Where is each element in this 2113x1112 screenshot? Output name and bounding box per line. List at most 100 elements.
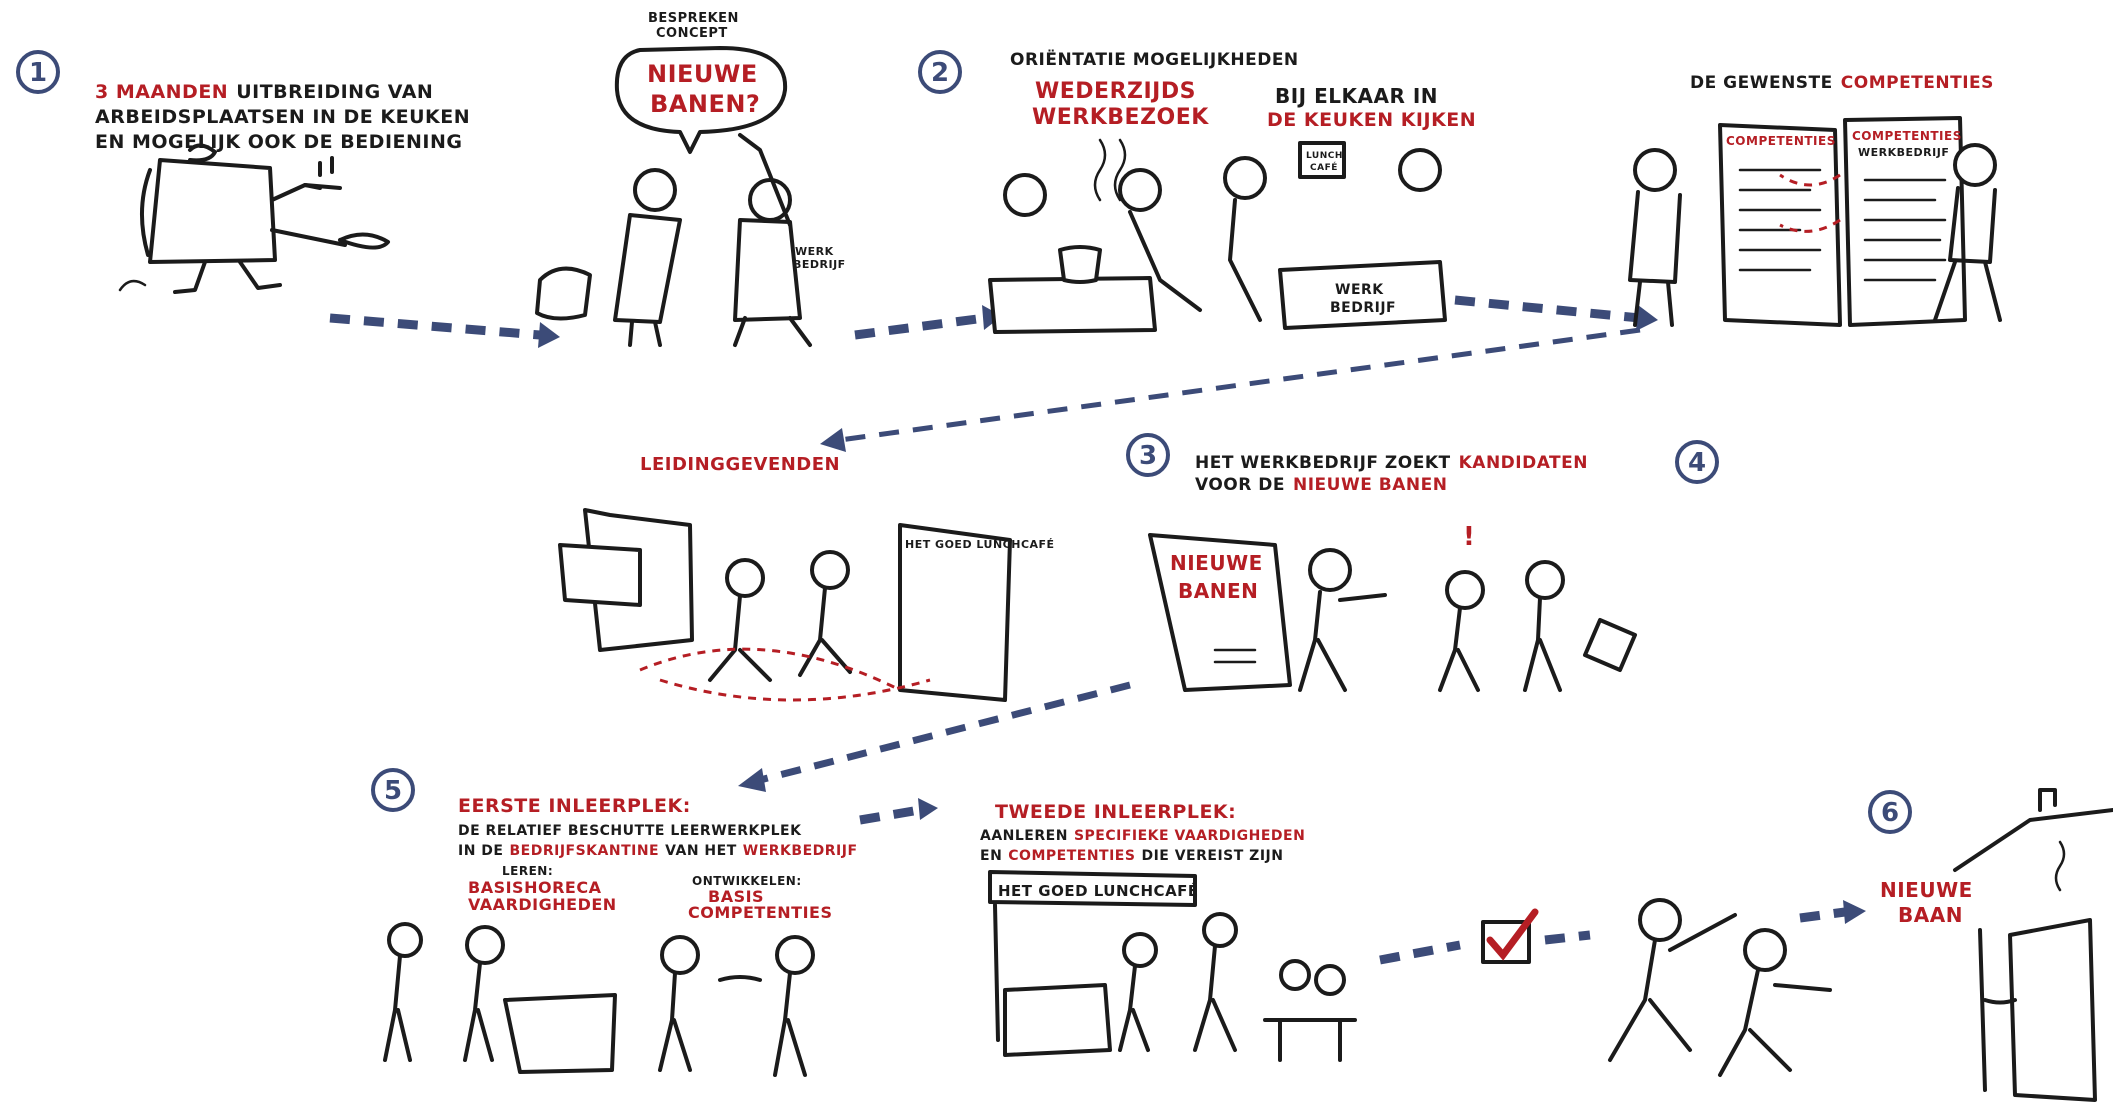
step-number-badge bbox=[16, 50, 60, 94]
second-title: TWEEDE INLEERPLEK: bbox=[995, 801, 1236, 823]
leaders-title: LEIDINGGEVENDEN bbox=[640, 454, 840, 475]
board-text-2: BANEN bbox=[1178, 579, 1258, 603]
step5-text-2: DE RELATIEF BESCHUTTE LEERWERKPLEK bbox=[458, 823, 802, 839]
doc2-subtitle: WERKBEDRIJF bbox=[1858, 146, 1949, 159]
step-3-candidates: 3 HET WERKBEDRIJF ZOEKT KANDIDATEN VOOR D… bbox=[1126, 433, 1637, 692]
arrow-competencies-to-leaders bbox=[839, 327, 1641, 443]
concept-discussion: BESPREKEN CONCEPT NIEUWE BANEN? WERK BED… bbox=[535, 11, 846, 347]
step5-text-3a: IN DE bbox=[458, 843, 503, 859]
speech-bubble bbox=[614, 46, 788, 154]
step-number: 3 bbox=[1139, 441, 1157, 471]
shirt-text-1: WERK bbox=[795, 245, 834, 258]
board-text-1: NIEUWE bbox=[1170, 551, 1263, 575]
step1-text-1: UITBREIDING VAN bbox=[236, 81, 433, 103]
concept-label-2: CONCEPT bbox=[656, 26, 728, 41]
step-5-first-learning-place: 5 EERSTE INLEERPLEK: DE RELATIEF BESCHUT… bbox=[371, 768, 858, 1077]
running-people-illustration bbox=[1608, 898, 1832, 1077]
kitchen-visit-illustration: LUNCH CAFÉ WERK BEDRIJF bbox=[988, 138, 1447, 334]
learn-red-2: VAARDIGHEDEN bbox=[468, 895, 617, 914]
arrow-1-to-concept bbox=[329, 313, 541, 340]
lunch-cafe-sign-1: LUNCH bbox=[1306, 151, 1343, 161]
step2-red-1: WEDERZIJDS bbox=[1035, 79, 1196, 104]
desired-competencies: DE GEWENSTE COMPETENTIES COMPETENTIES COM… bbox=[1628, 73, 2002, 327]
lunch-cafe-sign-2: CAFÉ bbox=[1310, 161, 1338, 173]
step3-text-1: HET WERKBEDRIJF ZOEKT bbox=[1195, 453, 1451, 473]
second-text-3b: DIE VEREIST ZIJN bbox=[1141, 848, 1283, 864]
check-mark-icon bbox=[1486, 908, 1539, 961]
new-job-red-1: NIEUWE bbox=[1880, 878, 1973, 902]
step-number-badge bbox=[1675, 440, 1719, 484]
competency-documents-illustration: COMPETENTIES COMPETENTIES WERKBEDRIJF bbox=[1628, 116, 2002, 327]
step2-red-4: DE KEUKEN KIJKEN bbox=[1267, 109, 1476, 131]
arrow-2-to-competencies bbox=[1454, 295, 1641, 323]
two-people-illustration: WERK BEDRIJF bbox=[535, 133, 846, 347]
shirt-text-2: BEDRIJF bbox=[793, 258, 846, 271]
house-door-illustration bbox=[1953, 788, 2113, 1102]
concept-label-1: BESPREKEN bbox=[648, 11, 739, 26]
doc1-title: COMPETENTIES bbox=[1726, 134, 1836, 148]
step-number: 5 bbox=[384, 776, 402, 806]
step-number: 6 bbox=[1881, 798, 1899, 828]
step3-red-1: KANDIDATEN bbox=[1459, 453, 1588, 473]
job-board-illustration: NIEUWE BANEN ! bbox=[1148, 522, 1637, 692]
second-red-1: SPECIFIEKE VAARDIGHEDEN bbox=[1074, 828, 1305, 844]
step3-text-2: VOOR DE bbox=[1195, 475, 1285, 495]
develop-red-1: BASIS bbox=[708, 887, 764, 906]
competencies-title-red: COMPETENTIES bbox=[1841, 73, 1994, 93]
counter-text-1: WERK bbox=[1335, 282, 1384, 298]
step-1-expansion: 1 3 MAANDEN UITBREIDING VAN ARBEIDSPLAATS… bbox=[16, 50, 470, 294]
arrow-second-to-check bbox=[1379, 940, 1461, 965]
step5-text-3b: VAN HET bbox=[665, 843, 737, 859]
walking-building-illustration bbox=[118, 143, 390, 294]
leaders-section: LEIDINGGEVENDEN HET GOED LUNCHCAFÉ bbox=[558, 454, 1055, 702]
step5-red-1: BEDRIJFSKANTINE bbox=[509, 843, 659, 859]
canteen-illustration bbox=[383, 922, 815, 1077]
develop-red-2: COMPETENTIES bbox=[688, 903, 832, 922]
step-number: 2 bbox=[931, 58, 949, 88]
step-number-badge bbox=[1126, 433, 1170, 477]
step2-red-2: WERKBEZOEK bbox=[1032, 105, 1209, 130]
step-4-badge: 4 bbox=[1675, 440, 1719, 484]
arrow-to-new-job bbox=[1799, 907, 1846, 923]
second-cafe-sign: HET GOED LUNCHCAFÉ bbox=[998, 881, 1199, 900]
develop-label: ONTWIKKELEN: bbox=[692, 874, 802, 888]
step5-red-2: WERKBEDRIJF bbox=[743, 843, 858, 859]
bubble-text-2: BANEN? bbox=[650, 90, 760, 118]
step1-duration: 3 MAANDEN bbox=[95, 81, 228, 103]
step-number-badge bbox=[371, 768, 415, 812]
leaders-cafe-sign: HET GOED LUNCHCAFÉ bbox=[905, 538, 1055, 551]
doc2-title: COMPETENTIES bbox=[1852, 129, 1962, 143]
step-number-badge bbox=[918, 50, 962, 94]
arrow-3-to-5 bbox=[759, 681, 1131, 784]
step-number: 4 bbox=[1688, 448, 1706, 478]
learn-label: LEREN: bbox=[502, 864, 553, 878]
step1-text-2: ARBEIDSPLAATSEN IN DE KEUKEN bbox=[95, 106, 470, 128]
step3-red-2: NIEUWE BANEN bbox=[1293, 475, 1447, 495]
step-number-badge bbox=[1868, 790, 1912, 834]
second-text-3a: EN bbox=[980, 848, 1002, 864]
second-red-2: COMPETENTIES bbox=[1008, 848, 1135, 864]
check-box bbox=[1481, 908, 1539, 964]
step-2-orientation: 2 ORIËNTATIE MOGELIJKHEDEN WEDERZIJDS WE… bbox=[918, 48, 1476, 334]
counter-text-2: BEDRIJF bbox=[1330, 300, 1396, 316]
new-job-red-2: BAAN bbox=[1898, 903, 1963, 927]
leaders-illustration: HET GOED LUNCHCAFÉ bbox=[558, 508, 1055, 702]
step-number: 1 bbox=[29, 58, 47, 88]
svg-text:!: ! bbox=[1463, 522, 1475, 552]
step1-text-3: EN MOGELIJK OOK DE BEDIENING bbox=[95, 131, 462, 153]
learn-red-1: BASISHORECA bbox=[468, 878, 602, 897]
bubble-text-1: NIEUWE bbox=[647, 60, 758, 88]
arrow-5-to-second bbox=[859, 805, 921, 825]
step-6-new-job: 6 NIEUWE BAAN bbox=[1868, 788, 2113, 1102]
competencies-title-black: DE GEWENSTE bbox=[1690, 73, 1833, 93]
